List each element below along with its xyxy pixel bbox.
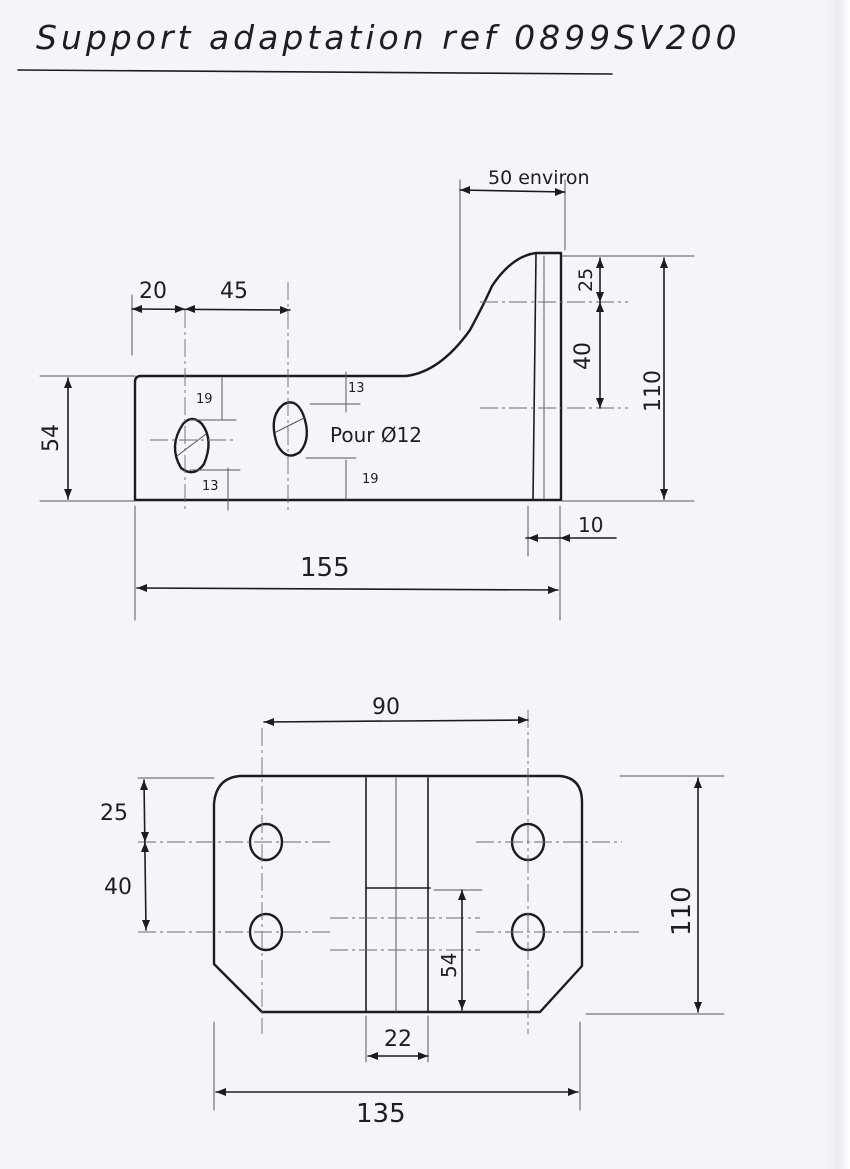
plan-view-outline [212, 774, 584, 1014]
wall-inner-line [532, 253, 537, 501]
dim-line-90 [263, 719, 529, 723]
dim-text-54: 54 [39, 424, 64, 452]
dim-text-10: 10 [578, 513, 603, 537]
dim-text-155: 155 [300, 553, 350, 583]
slot-right-hatch [275, 417, 305, 433]
dim-text-19-b: 19 [362, 472, 379, 487]
dim-text-20: 20 [139, 279, 167, 304]
dim-text-25: 25 [575, 268, 597, 292]
dim-text-110: 110 [641, 370, 666, 412]
dim-text-19-a: 19 [196, 392, 213, 407]
dim-text-135: 135 [356, 1099, 406, 1129]
side-view: 50 environ 20 45 54 25 40 110 19 13 13 1… [39, 167, 695, 621]
side-view-arrows [64, 186, 668, 594]
paper-edge [828, 0, 850, 1169]
dim-text-90: 90 [372, 695, 400, 720]
plan-view: 90 25 40 110 54 22 135 [100, 695, 725, 1129]
plan-view-arrows [140, 716, 702, 1096]
dim-text-13-b: 13 [348, 381, 365, 396]
slot-left [173, 417, 210, 474]
drawing-title: Support adaptation ref 0899SV200 [36, 18, 741, 57]
dim-line-20-45 [131, 308, 291, 311]
dim-text-22: 22 [384, 1027, 412, 1052]
dim-text-45: 45 [220, 279, 248, 304]
dim-line-155 [136, 587, 559, 591]
dim-text-13-a: 13 [202, 479, 219, 494]
dim-text-110-plan: 110 [667, 886, 697, 936]
dim-line-50 [459, 189, 566, 193]
slot-left-hatch [176, 433, 207, 457]
dim-text-40-plan: 40 [104, 875, 132, 900]
slot-right [272, 401, 308, 457]
dim-line-25-40-plan [143, 779, 147, 931]
side-view-outline [133, 251, 563, 502]
dim-text-25-plan: 25 [100, 801, 128, 826]
hole-note: Pour Ø12 [330, 423, 422, 447]
dim-text-50: 50 environ [488, 167, 590, 189]
title-underline [17, 69, 613, 75]
dim-text-40: 40 [571, 342, 596, 370]
dim-text-54-plan: 54 [437, 953, 461, 978]
